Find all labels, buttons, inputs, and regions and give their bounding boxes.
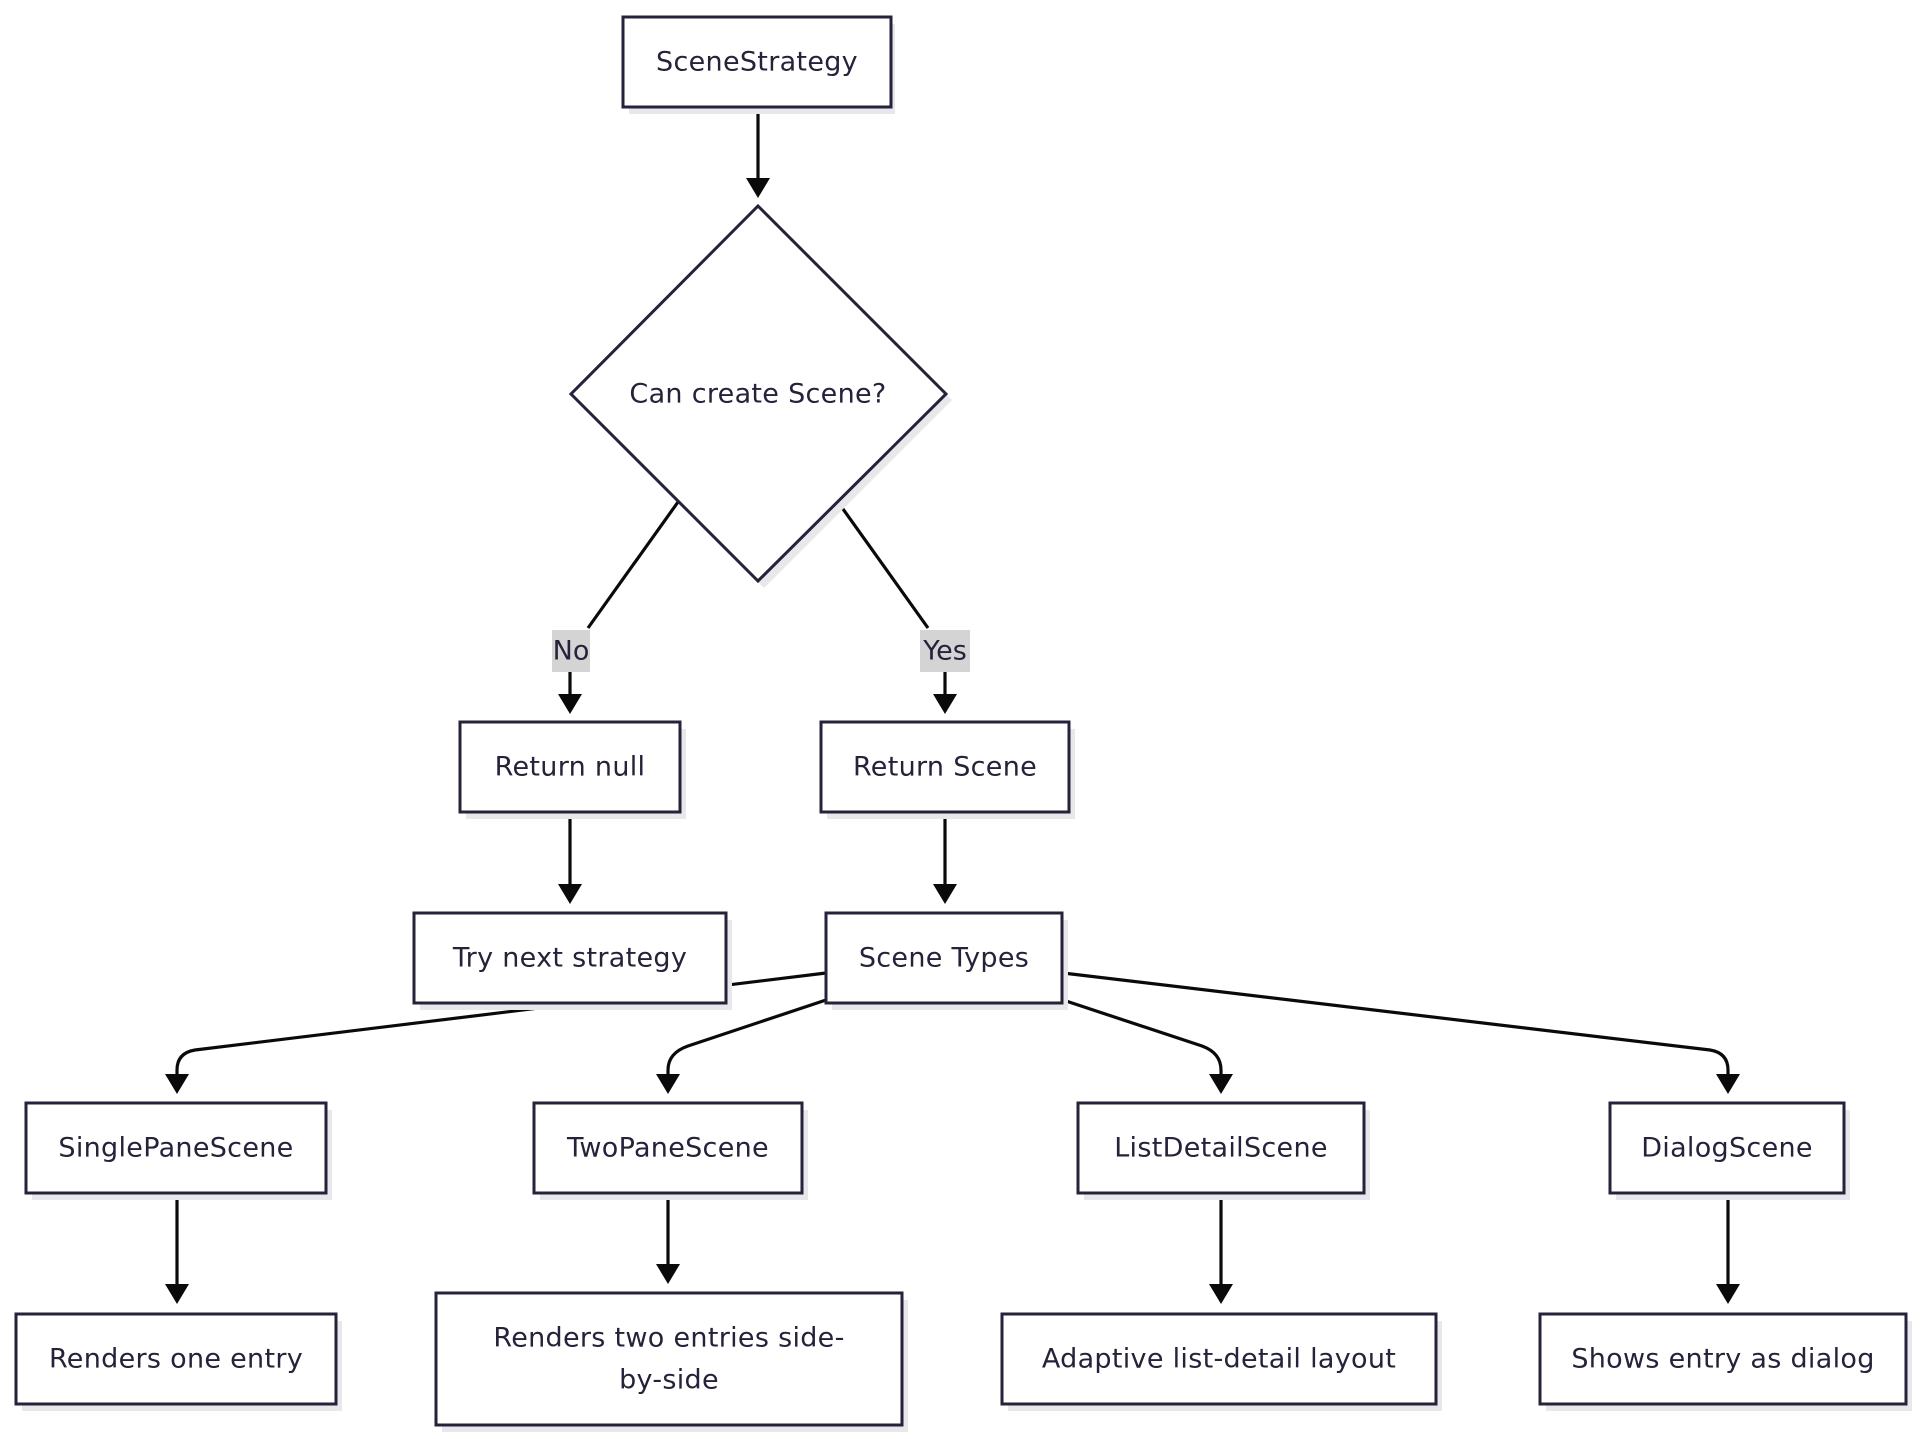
edge-label-yes: Yes xyxy=(920,630,970,672)
node-scene-types-label: Scene Types xyxy=(859,943,1029,974)
edge-label-no: No xyxy=(552,630,590,672)
edge-decision-to-return-scene xyxy=(836,501,930,629)
node-renders-two-label-line2: by-side xyxy=(619,1365,719,1396)
arrowhead xyxy=(1209,1074,1233,1094)
edge-scene-types-to-two-pane xyxy=(666,998,827,1074)
edge-scene-types-to-dialog xyxy=(1062,971,1730,1074)
node-scene-strategy[interactable]: SceneStrategy xyxy=(621,15,895,114)
arrowhead xyxy=(165,1284,189,1304)
node-try-next[interactable]: Try next strategy xyxy=(412,911,732,1010)
node-dialog[interactable]: DialogScene xyxy=(1608,1101,1850,1200)
arrowhead xyxy=(933,884,957,904)
node-scene-types[interactable]: Scene Types xyxy=(824,911,1068,1010)
node-dialog-label: DialogScene xyxy=(1641,1133,1813,1164)
arrowhead xyxy=(746,178,770,198)
node-return-scene[interactable]: Return Scene xyxy=(819,720,1075,819)
nodes: SceneStrategy Can create Scene? No Yes R… xyxy=(14,15,1912,1432)
arrowhead xyxy=(933,694,957,714)
edge-label-no-text: No xyxy=(553,636,590,667)
node-two-pane-label: TwoPaneScene xyxy=(566,1133,769,1164)
node-renders-two-label-line1: Renders two entries side- xyxy=(493,1323,844,1354)
node-decision[interactable]: Can create Scene? xyxy=(568,203,952,588)
node-adaptive[interactable]: Adaptive list-detail layout xyxy=(1000,1312,1442,1411)
node-list-detail-label: ListDetailScene xyxy=(1114,1133,1328,1164)
node-list-detail[interactable]: ListDetailScene xyxy=(1076,1101,1370,1200)
edge-decision-to-return-null xyxy=(586,501,680,629)
arrowhead xyxy=(656,1074,680,1094)
node-return-null[interactable]: Return null xyxy=(458,720,686,819)
arrowhead xyxy=(558,884,582,904)
node-renders-one-label: Renders one entry xyxy=(49,1344,303,1375)
node-shows-dialog-label: Shows entry as dialog xyxy=(1571,1344,1874,1375)
node-try-next-label: Try next strategy xyxy=(452,943,687,974)
arrowhead xyxy=(1716,1284,1740,1304)
node-renders-one[interactable]: Renders one entry xyxy=(14,1312,342,1411)
arrowhead xyxy=(165,1074,189,1094)
arrowhead xyxy=(1209,1284,1233,1304)
node-shows-dialog[interactable]: Shows entry as dialog xyxy=(1538,1312,1912,1411)
edge-label-yes-text: Yes xyxy=(922,636,967,667)
arrowhead xyxy=(656,1264,680,1284)
node-decision-label: Can create Scene? xyxy=(629,379,886,410)
node-two-pane[interactable]: TwoPaneScene xyxy=(532,1101,808,1200)
arrowhead xyxy=(558,694,582,714)
node-single-pane-label: SinglePaneScene xyxy=(58,1133,293,1164)
edge-scene-types-to-list-detail xyxy=(1062,998,1223,1074)
node-adaptive-label: Adaptive list-detail layout xyxy=(1042,1344,1396,1375)
edges xyxy=(165,108,1740,1304)
node-return-null-label: Return null xyxy=(495,752,646,783)
node-single-pane[interactable]: SinglePaneScene xyxy=(24,1101,332,1200)
arrowhead xyxy=(1716,1074,1740,1094)
node-return-scene-label: Return Scene xyxy=(853,752,1037,783)
edge-scene-types-to-single-pane xyxy=(175,971,827,1074)
node-renders-two[interactable]: Renders two entries side- by-side xyxy=(434,1291,908,1432)
node-scene-strategy-label: SceneStrategy xyxy=(656,47,858,78)
